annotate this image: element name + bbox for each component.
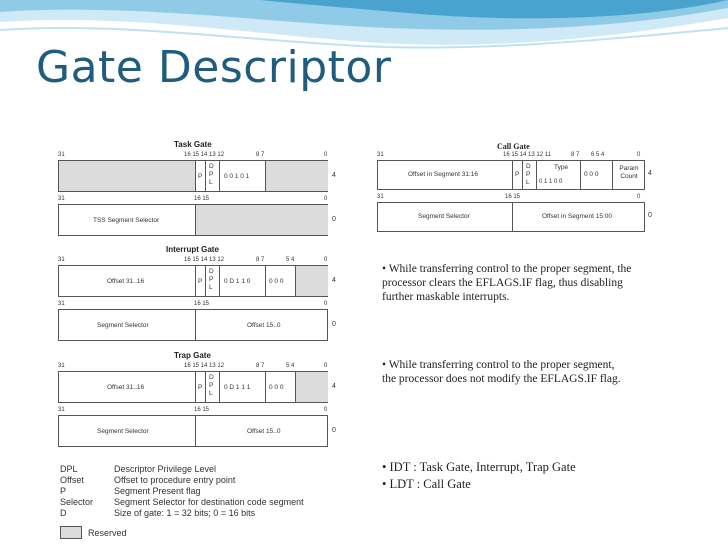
bit-label: 0 (324, 407, 328, 413)
interrupt-gate-high-word: Offset 31..16 P D P L 0 D 1 1 0 0 0 0 (58, 265, 328, 297)
bit-label: 16 15 (194, 196, 210, 202)
dpl-field: D P L (209, 268, 214, 291)
word-offset: 4 (332, 383, 336, 390)
type-bits: 0 0 1 0 1 (224, 173, 250, 180)
offset-low-field: Offset 15..0 (247, 428, 281, 435)
reserved-region (196, 205, 328, 235)
present-bit: P (515, 171, 520, 178)
task-gate-label: Task Gate (174, 140, 212, 149)
bit-label: 6 5 4 (591, 152, 605, 158)
offset-high-field: Offset in Segment 31:16 (408, 171, 478, 178)
bit-label: 31 (58, 301, 65, 307)
reserved-region (266, 161, 328, 191)
zero-bits: 0 0 0 (269, 384, 284, 391)
word-offset: 0 (648, 212, 652, 219)
bit-label: 0 (324, 152, 328, 158)
bit-label: 8 7 (256, 152, 265, 158)
bit-label: 0 (637, 152, 641, 158)
type-bits: 0 1 1 0 0 (539, 179, 563, 185)
interrupt-gate-low-word: Segment Selector Offset 15..0 (58, 309, 328, 341)
offset-low-field: Offset 15..0 (247, 322, 281, 329)
type-label: Type (554, 164, 569, 171)
task-gate-high-word: P D P L 0 0 1 0 1 (58, 160, 328, 192)
segment-selector-field: Segment Selector (97, 322, 149, 329)
param-count-field: Param Count (619, 165, 639, 180)
interrupt-gate-label: Interrupt Gate (166, 245, 219, 254)
dpl-field: D P L (209, 374, 214, 397)
dpl-field: D P L (209, 163, 214, 186)
bit-label: 16 15 14 13 12 (184, 257, 225, 263)
word-offset: 4 (332, 172, 336, 179)
reserved-swatch (60, 526, 82, 539)
bit-label: 16 15 (505, 194, 521, 200)
reserved-region (296, 266, 328, 296)
bit-label: 0 (637, 194, 641, 200)
bit-label: 31 (58, 407, 65, 413)
call-gate-figure: Call Gate 31 16 15 14 13 12 11 8 7 6 5 4… (375, 142, 655, 234)
gate-formats-figure: Task Gate 31 16 15 14 13 12 8 7 0 P D P … (56, 138, 340, 460)
trap-gate-low-word: Segment Selector Offset 15..0 (58, 415, 328, 447)
bit-label: 31 (377, 152, 384, 158)
bit-label: 0 (324, 363, 328, 369)
reserved-label: Reserved (88, 528, 127, 538)
offset-low-field: Offset in Segment 15:00 (542, 213, 612, 220)
call-gate-high-word: Offset in Segment 31:16 P D P L Type 0 1… (377, 160, 645, 190)
bit-label: 0 (324, 196, 328, 202)
bit-label: 16 15 14 13 12 (184, 152, 225, 158)
trap-gate-note: • While transferring control to the prop… (382, 359, 621, 385)
bit-label: 8 7 (256, 257, 265, 263)
bit-label: 5 4 (286, 257, 295, 263)
bit-label: 0 (324, 257, 328, 263)
word-offset: 4 (648, 170, 652, 177)
offset-high-field: Offset 31..16 (107, 384, 145, 391)
reserved-region (296, 372, 328, 402)
trap-gate-label: Trap Gate (174, 351, 211, 360)
bit-label: 31 (377, 194, 384, 200)
word-offset: 4 (332, 277, 336, 284)
bit-label: 31 (58, 152, 65, 158)
slide-title: Gate Descriptor (36, 42, 392, 93)
segment-selector-field: Segment Selector (97, 428, 149, 435)
bit-label: 16 15 14 13 12 (184, 363, 225, 369)
zero-bits: 0 0 0 (269, 278, 284, 285)
interrupt-gate-note: • While transferring control to the prop… (382, 263, 632, 303)
present-bit: P (198, 384, 203, 391)
call-gate-label: Call Gate (497, 142, 530, 151)
dpl-field: D P L (526, 163, 531, 186)
bit-label: 8 7 (256, 363, 265, 369)
ldt-note: • LDT : Call Gate (382, 477, 471, 491)
bit-label: 16 15 14 13 12 11 (503, 152, 551, 158)
header-wave-decoration (0, 0, 728, 49)
tss-selector-field: TSS Segment Selector (93, 217, 160, 224)
bit-label: 31 (58, 363, 65, 369)
bit-label: 31 (58, 196, 65, 202)
word-offset: 0 (332, 321, 336, 328)
bit-label: 16 15 (194, 407, 210, 413)
reserved-region (59, 161, 195, 191)
bit-label: 8 7 (571, 152, 580, 158)
word-offset: 0 (332, 427, 336, 434)
bit-label: 16 15 (194, 301, 210, 307)
task-gate-low-word: TSS Segment Selector (58, 204, 328, 236)
word-offset: 0 (332, 216, 336, 223)
type-bits: 0 D 1 1 1 (224, 384, 251, 391)
type-bits: 0 D 1 1 0 (224, 278, 251, 285)
trap-gate-high-word: Offset 31..16 P D P L 0 D 1 1 1 0 0 0 (58, 371, 328, 403)
bit-label: 31 (58, 257, 65, 263)
bit-label: 5 4 (286, 363, 295, 369)
present-bit: P (198, 278, 203, 285)
bit-label: 0 (324, 301, 328, 307)
idt-note: • IDT : Task Gate, Interrupt, Trap Gate (382, 460, 576, 474)
zero-bits: 0 0 0 (584, 171, 599, 178)
present-bit: P (198, 173, 203, 180)
segment-selector-field: Segment Selector (418, 213, 470, 220)
call-gate-low-word: Segment Selector Offset in Segment 15:00 (377, 202, 645, 232)
offset-high-field: Offset 31..16 (107, 278, 145, 285)
